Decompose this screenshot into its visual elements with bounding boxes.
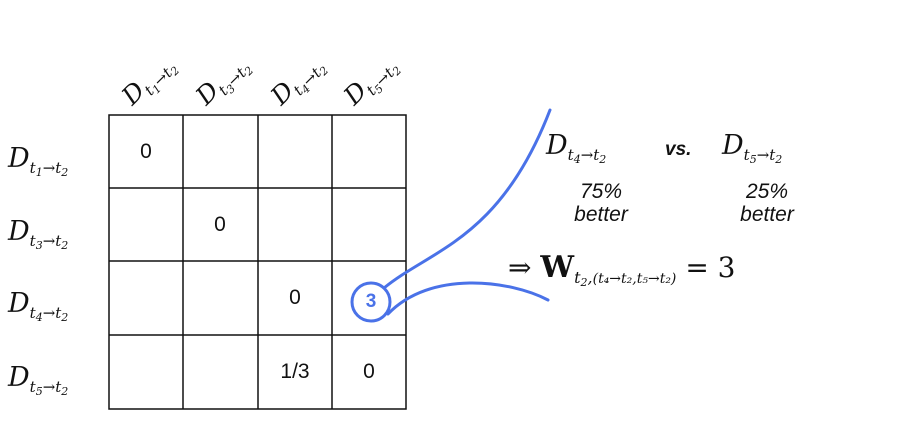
- equals-value: = 3: [685, 251, 736, 284]
- comparison-right-term: Dt5→t2: [722, 130, 783, 166]
- left-percent: 75%: [579, 180, 623, 203]
- row-label-4: Dt5→t2: [8, 362, 69, 398]
- connector-lower-curve: [386, 281, 550, 316]
- highlight-connector: [350, 108, 552, 323]
- comparison-vs: vs.: [665, 139, 692, 160]
- row-label-1: Dt1→t2: [8, 143, 69, 179]
- right-better-text: 25% better: [727, 180, 807, 226]
- cell-r1-c1: 0: [140, 140, 152, 163]
- cell-r3-c3: 0: [289, 286, 301, 309]
- implies-symbol: ⇒: [508, 251, 532, 284]
- row-label-2: Dt3→t2: [8, 216, 69, 252]
- comparison-left-term: Dt4→t2: [546, 130, 607, 166]
- left-better-text: 75% better: [561, 180, 641, 226]
- highlight-circle: [350, 281, 392, 323]
- weight-symbol: W: [540, 250, 575, 285]
- cell-r4-c4: 0: [363, 360, 375, 383]
- cell-r3-c4-highlighted: 3: [365, 291, 377, 312]
- connector-upper-curve: [382, 108, 552, 290]
- cell-r4-c3: 1/3: [280, 360, 310, 383]
- right-better-word: better: [740, 203, 794, 226]
- cell-r2-c2: 0: [214, 213, 226, 236]
- left-better-word: better: [574, 203, 628, 226]
- row-label-3: Dt4→t2: [8, 288, 69, 324]
- matrix-grid: [108, 114, 407, 410]
- right-percent: 25%: [745, 180, 789, 203]
- weight-equation: ⇒ Wt2,(t₄→t₂,t₅→t₂) = 3: [508, 250, 736, 289]
